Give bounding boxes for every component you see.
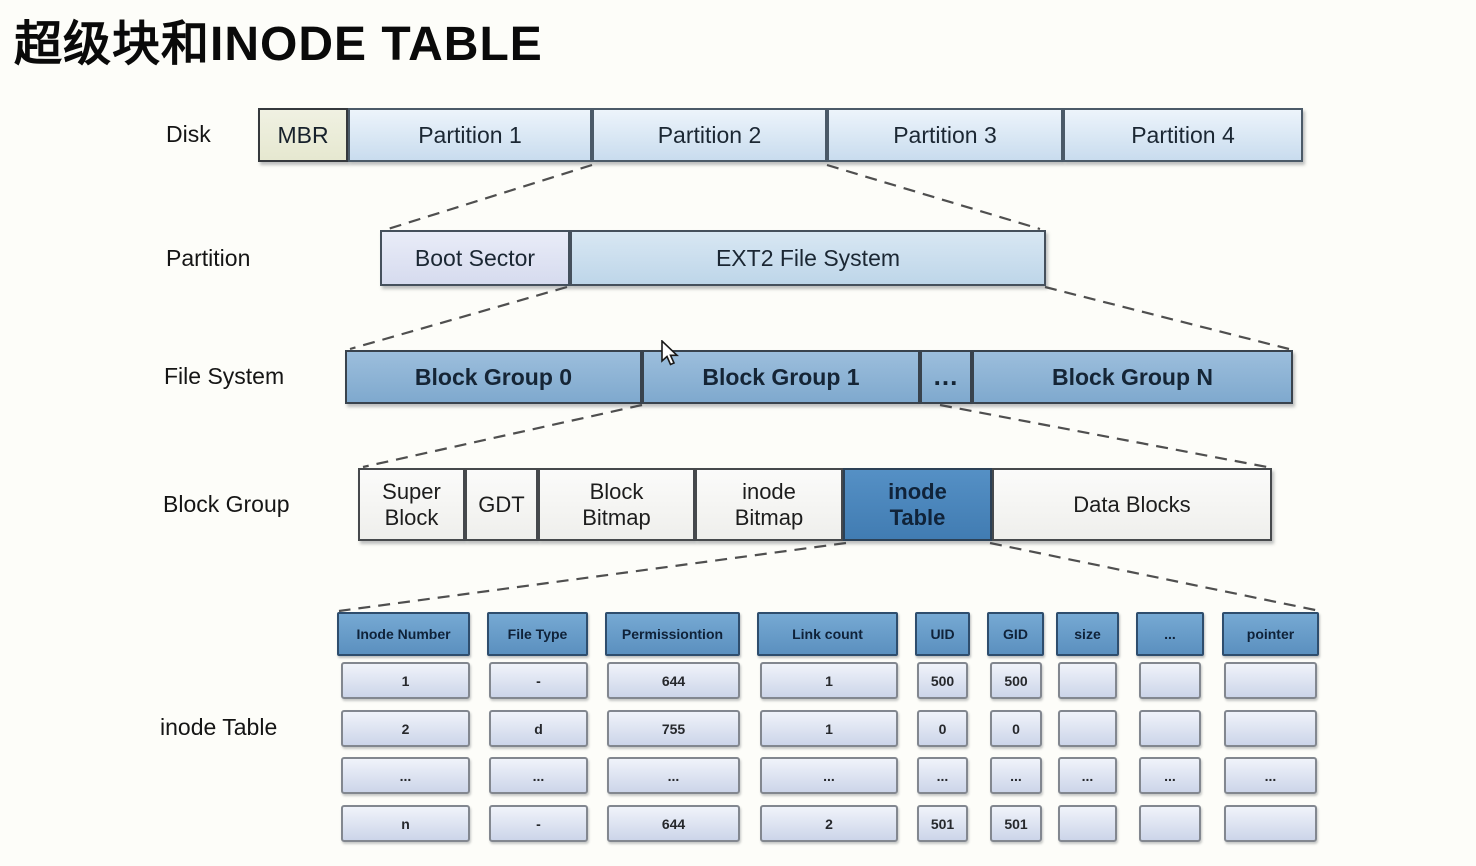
inode-table-header-uid: UID (915, 612, 970, 656)
inode-table-cell: 500 (990, 662, 1042, 699)
inode-table-cell: ... (489, 757, 588, 794)
blockgroup-level-label: Block Group (163, 491, 290, 517)
partition-level-label: Partition (166, 245, 251, 271)
inode-table-cell: ... (1224, 757, 1317, 794)
blockgroup-segment-block-bitmap: Block Bitmap (538, 468, 695, 541)
filesystem-segment-block-group-n: Block Group N (972, 350, 1293, 404)
inode-table-cell (1139, 805, 1201, 842)
inode-table-cell (1058, 710, 1117, 747)
inode-table-level-label: inode Table (160, 714, 278, 740)
blockgroup-segment-gdt: GDT (465, 468, 538, 541)
inode-table-header-size: size (1056, 612, 1119, 656)
inode-table-cell: 1 (341, 662, 470, 699)
filesystem-segment-ellipsis: ... (920, 350, 972, 404)
inode-table-cell: ... (607, 757, 740, 794)
blockgroup-segment-inode-bitmap: inode Bitmap (695, 468, 843, 541)
blockgroup-segment-inode-table: inode Table (843, 468, 992, 541)
inode-table-cell: d (489, 710, 588, 747)
filesystem-segment-block-group-0: Block Group 0 (345, 350, 642, 404)
inode-table-cell (1139, 710, 1201, 747)
inode-table-cell (1058, 805, 1117, 842)
inode-table-header-file-type: File Type (487, 612, 588, 656)
blockgroup-segment-data-blocks: Data Blocks (992, 468, 1272, 541)
partition-segment-boot-sector: Boot Sector (380, 230, 570, 286)
inode-table-cell: ... (917, 757, 968, 794)
disk-segment-partition-1: Partition 1 (348, 108, 592, 162)
inode-table-cell: ... (760, 757, 898, 794)
disk-segment-partition-2: Partition 2 (592, 108, 827, 162)
inode-table-cell: 0 (917, 710, 968, 747)
inode-table-header-pointer: pointer (1222, 612, 1319, 656)
blockgroup-segment-super-block: Super Block (358, 468, 465, 541)
disk-segment-partition-3: Partition 3 (827, 108, 1063, 162)
inode-table-cell: 0 (990, 710, 1042, 747)
inode-table-cell (1224, 662, 1317, 699)
inode-table-cell: - (489, 662, 588, 699)
disk-segment-mbr: MBR (258, 108, 348, 162)
inode-table-cell: 500 (917, 662, 968, 699)
disk-segment-partition-4: Partition 4 (1063, 108, 1303, 162)
filesystem-segment-block-group-1: Block Group 1 (642, 350, 920, 404)
inode-table-cell: ... (1139, 757, 1201, 794)
inode-table-cell: 1 (760, 662, 898, 699)
inode-table-cell: ... (341, 757, 470, 794)
filesystem-level-label: File System (164, 363, 285, 389)
partition-segment-ext2-file-system: EXT2 File System (570, 230, 1046, 286)
inode-table-cell: - (489, 805, 588, 842)
inode-table-cell: 644 (607, 805, 740, 842)
inode-table-header-permission: Permissiontion (605, 612, 740, 656)
inode-table-header-gid: GID (987, 612, 1044, 656)
page-title: 超级块和INODE TABLE (14, 18, 543, 71)
inode-table-cell (1224, 805, 1317, 842)
inode-table-cell (1224, 710, 1317, 747)
inode-table-header-ellipsis: ... (1136, 612, 1204, 656)
inode-table-cell: n (341, 805, 470, 842)
inode-table-cell: ... (990, 757, 1042, 794)
inode-table-cell: 501 (990, 805, 1042, 842)
inode-table-header-link-count: Link count (757, 612, 898, 656)
inode-table-cell (1139, 662, 1201, 699)
inode-table-cell: 644 (607, 662, 740, 699)
inode-table-header-inode-number: Inode Number (337, 612, 470, 656)
inode-table-cell: 2 (760, 805, 898, 842)
disk-level-label: Disk (166, 121, 211, 147)
inode-table-cell: 755 (607, 710, 740, 747)
inode-table-cell: 2 (341, 710, 470, 747)
inode-table-cell: 1 (760, 710, 898, 747)
inode-table-cell: ... (1058, 757, 1117, 794)
inode-table-cell: 501 (917, 805, 968, 842)
inode-table-cell (1058, 662, 1117, 699)
